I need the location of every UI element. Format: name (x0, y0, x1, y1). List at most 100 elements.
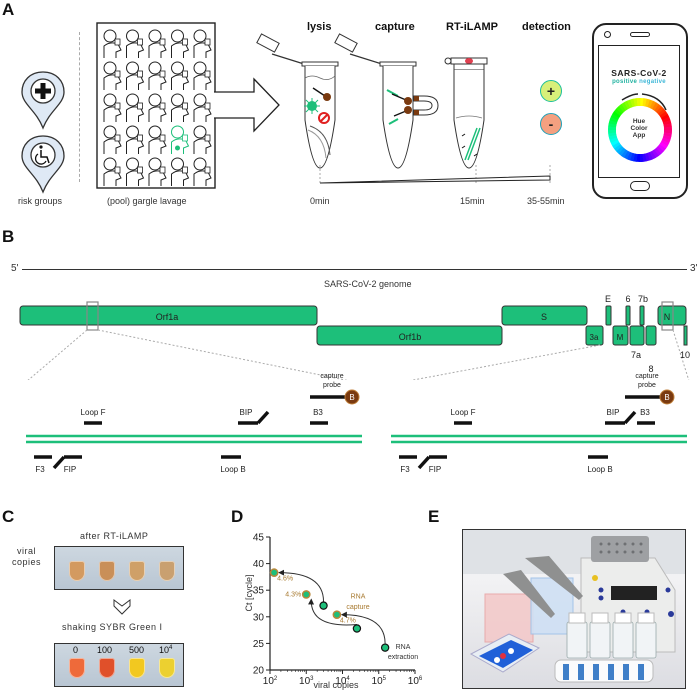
person-icon (171, 93, 190, 122)
y-tick-label: 35 (253, 586, 265, 597)
bead-icon (344, 389, 360, 405)
fip-label: FIP (429, 465, 441, 474)
risk-group-pins (21, 71, 65, 194)
gene-orf1a (19, 305, 318, 326)
loop-b-label: Loop B (587, 465, 612, 474)
x-tick-label: 106 (408, 676, 423, 687)
annot-extraction-2: extraction (388, 654, 418, 661)
label-s: S (541, 312, 547, 322)
point-rna-capture (332, 610, 342, 620)
shift-arrow (308, 598, 357, 626)
kit-illustration (463, 530, 685, 683)
label-4-7: 4.7% (340, 618, 356, 625)
point-rna-extraction (380, 643, 390, 652)
home-button (630, 181, 650, 191)
label-10: 10 (680, 350, 690, 360)
reaction-tube (129, 658, 145, 678)
panel-letter-b: B (2, 227, 15, 246)
label-4-6: 4.6% (277, 576, 293, 583)
gene-3a (585, 325, 604, 346)
person-icon (126, 157, 145, 186)
positive-label: positive (612, 79, 638, 85)
person-icon (148, 29, 167, 58)
gene-m (612, 325, 629, 346)
person-icon (126, 125, 145, 154)
pool-gargle-grid (96, 22, 280, 189)
label-3a: 3a (590, 333, 599, 342)
negative-label: negative (639, 79, 666, 85)
person-icon (126, 61, 145, 90)
panel-letter-a: A (2, 0, 15, 19)
bead-label: B (664, 393, 669, 402)
timeline (319, 165, 551, 184)
reaction-tube (129, 561, 145, 581)
person-icon (171, 29, 190, 58)
genome-map: Orf1a Orf1b S E 6 7b N 3a M 7a 8 10 (19, 294, 690, 380)
capture-label-1: capture (320, 373, 343, 380)
reaction-tube (99, 658, 115, 678)
x-tick-label: 103 (299, 676, 314, 687)
label-m: M (617, 333, 624, 342)
infected-person-icon (171, 125, 190, 154)
genome-line (22, 269, 687, 270)
negative-sign: - (540, 113, 562, 135)
photo-after-rt-ilamp (54, 546, 184, 590)
annot-capture-2: capture (346, 604, 369, 611)
point-rna-capture (301, 590, 311, 599)
gene-7a (629, 325, 645, 346)
bead-label: B (349, 393, 354, 402)
wheel-hue: Hue (632, 118, 646, 125)
loop-f-label: Loop F (451, 408, 476, 417)
wheel-color: Color (630, 125, 648, 132)
bead-icon (659, 389, 675, 405)
label-orf1b: Orf1b (399, 332, 422, 342)
c-side-label-2: copies (12, 557, 42, 567)
c-bottom-title: shaking SYBR Green I (62, 622, 163, 632)
x-tick-label: 104 (335, 676, 350, 687)
phone-title: SARS-CoV-2 (611, 68, 667, 78)
annot-extraction-1: RNA (396, 644, 411, 651)
person-icon (193, 157, 212, 186)
capture-label-2: probe (323, 382, 341, 389)
gene-6 (625, 305, 631, 326)
gargling-person-icons (103, 29, 212, 186)
gene-n (657, 305, 687, 326)
y-tick-label: 25 (253, 639, 265, 650)
f3-label: F3 (400, 465, 410, 474)
label-e: E (605, 294, 611, 304)
speaker-icon (630, 32, 650, 37)
label-7a: 7a (631, 350, 641, 360)
y-tick-label: 40 (253, 559, 265, 570)
label-7b: 7b (638, 294, 648, 304)
person-icon (193, 93, 212, 122)
gene-10 (683, 325, 688, 346)
shift-arrow (278, 569, 325, 602)
c-top-title: after RT-iLAMP (80, 531, 149, 541)
y-tick-label: 45 (253, 533, 265, 544)
time-15: 15min (460, 196, 485, 206)
person-icon (103, 125, 122, 154)
medical-cross-icon (21, 71, 65, 130)
reaction-tube (69, 561, 85, 581)
wheelchair-icon (21, 135, 65, 194)
person-icon (103, 93, 122, 122)
annot-capture-1: RNA (351, 594, 366, 601)
point-rna-extraction (352, 624, 362, 633)
y-tick-label: 20 (253, 666, 265, 677)
step-rt-ilamp: RT-iLAMP (446, 21, 498, 33)
workflow-tubes (256, 33, 488, 169)
bip-label: BIP (607, 408, 620, 417)
loop-b-label: Loop B (220, 465, 245, 474)
gene-orf1b (316, 325, 503, 346)
risk-groups-label: risk groups (18, 196, 63, 206)
gene-s (501, 305, 588, 326)
smartphone: SARS-CoV-2 positive negative Hue Color A… (592, 23, 688, 199)
capture-label-2: probe (638, 382, 656, 389)
hue-color-wheel (608, 93, 672, 162)
pool-label: (pool) gargle lavage (107, 196, 187, 206)
b3-label: B3 (640, 408, 650, 417)
point-rna-extraction (319, 601, 328, 610)
chevron-down-icon (113, 599, 131, 615)
label-orf1a: Orf1a (156, 312, 179, 322)
divider (79, 32, 80, 182)
